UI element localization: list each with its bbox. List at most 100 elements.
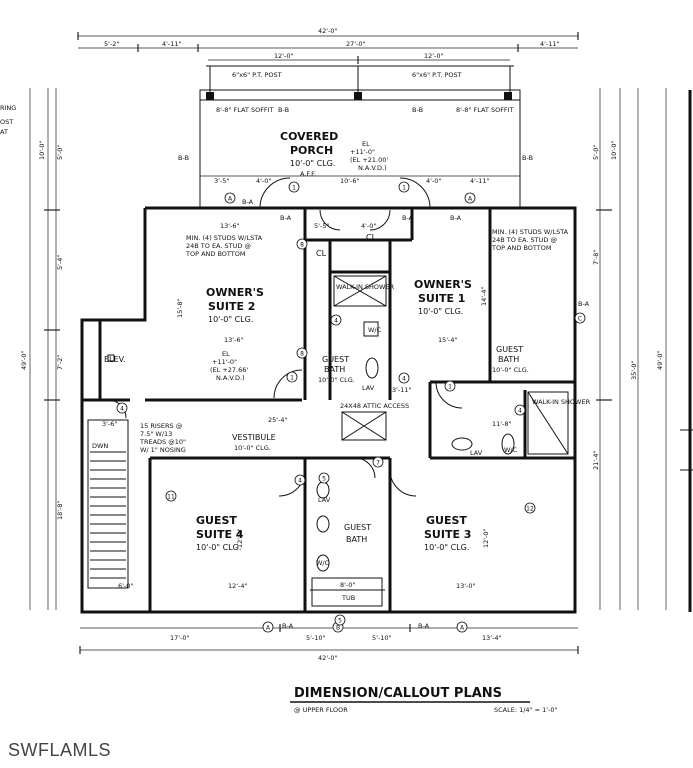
studs-note-right-1: MIN. (4) STUDS W/LSTA xyxy=(492,228,569,236)
wc-label-1: W/C xyxy=(368,326,382,334)
callout-bubble xyxy=(372,456,384,468)
dim-int-6: 25'-4" xyxy=(268,416,288,424)
guest-bath-r-name-1: GUEST xyxy=(496,345,523,354)
porch-el-1: EL xyxy=(362,140,370,148)
porch-el-4: N.A.V.D.) xyxy=(358,164,387,172)
tub-label: TUB xyxy=(341,594,355,602)
watermark-text: SWFLAMLS xyxy=(8,740,112,760)
dim-int-14: 3'-11" xyxy=(392,386,412,394)
wall-type-tag: B-A xyxy=(578,300,590,308)
callout-bubble xyxy=(524,502,536,514)
dim-top-seg-3: 27'-0" xyxy=(346,40,366,48)
dim-int-8: 13'-0" xyxy=(456,582,476,590)
bb-label-3: B-B xyxy=(178,154,189,162)
dim-bottom-1: 17'-0" xyxy=(170,634,190,642)
title-block: DIMENSION/CALLOUT PLANS @ UPPER FLOOR SC… xyxy=(290,686,558,714)
dim-bottom-2: 5'-10" xyxy=(306,634,326,642)
callout-bubble xyxy=(262,621,274,633)
exterior-walls xyxy=(80,206,577,614)
stairs-note-3: TREADS @10" xyxy=(139,438,186,446)
callout-bubble-label: 5 xyxy=(322,475,326,482)
callout-bubble xyxy=(286,371,298,383)
callout-bubble-label: 12 xyxy=(526,505,534,512)
dim-int-2: 13'-6" xyxy=(224,336,244,344)
wall-type-tag: B-A xyxy=(280,214,292,222)
dim-int-7: 12'-4" xyxy=(228,582,248,590)
interior-walls xyxy=(82,208,575,612)
dim-int-5: 14'-4" xyxy=(480,286,488,306)
callout-bubble-label: A xyxy=(468,195,473,202)
wall-type-tag: B-A xyxy=(450,214,462,222)
callout-bubble xyxy=(294,474,306,486)
callout-bubble-label: 7 xyxy=(376,459,380,466)
dim-int-3: 15'-4" xyxy=(438,336,458,344)
studs-note-right-3: TOP AND BOTTOM xyxy=(491,244,551,252)
callout-bubble-label: A xyxy=(460,624,465,631)
partial-adjacent-plan xyxy=(680,90,693,612)
callout-bubble xyxy=(444,380,456,392)
guest-bath-c-clg: 10'-0" CLG. xyxy=(318,376,355,384)
dim-top-seg-4: 4'-11" xyxy=(540,40,560,48)
dim-int-1: 13'-6" xyxy=(220,222,240,230)
soffit-right-label: 8'-8" FLAT SOFFIT xyxy=(456,106,514,114)
callout-bubble xyxy=(464,192,476,204)
guest-suite-4-name-1: GUEST xyxy=(196,514,237,527)
wall-type-tag: B-A xyxy=(242,198,254,206)
callout-bubble-label: 4 xyxy=(518,407,522,414)
dim-porch-w-3: 10'-6" xyxy=(340,177,360,185)
guest-suite-4-clg: 10'-0" CLG. xyxy=(196,543,241,552)
bb-label-1: B-B xyxy=(278,106,289,114)
callout-bubble xyxy=(334,614,346,626)
wall-type-tag: B-A xyxy=(282,622,294,630)
owners-suite-1-clg: 10'-0" CLG. xyxy=(418,307,463,316)
left-edge-1: RING xyxy=(0,104,16,112)
stair-down-label: DWN xyxy=(92,442,108,450)
guest-bath-c-name-1: GUEST xyxy=(322,355,349,364)
plan-scale: SCALE: 1/4" = 1'-0" xyxy=(494,706,558,714)
dim-left-3: 5'-4" xyxy=(56,255,64,270)
porch-clg: 10'-0" CLG. xyxy=(290,159,335,168)
porch-labels: 6"x6" P.T. POST 6"x6" P.T. POST 8'-8" FL… xyxy=(178,71,533,178)
left-edge-2: OST xyxy=(0,118,13,126)
dim-bottom-4: 13'-4" xyxy=(482,634,502,642)
wall-type-tag: B-A xyxy=(402,214,414,222)
walk-in-shower-1: WALK-IN SHOWER xyxy=(336,283,395,291)
callout-bubble-label: 4 xyxy=(120,405,124,412)
elevator-label: ELEV. xyxy=(104,355,126,364)
dimension-lines xyxy=(29,32,667,654)
dim-left-overall: 49'-0" xyxy=(20,350,28,370)
covered-porch xyxy=(199,65,521,209)
callout-bubble xyxy=(398,372,410,384)
callout-bubble-label: A xyxy=(266,624,271,631)
dim-overall-bottom: 42'-0" xyxy=(318,654,338,662)
callout-bubble xyxy=(456,621,468,633)
left-edge-notes: RING OST AT xyxy=(0,104,16,136)
porch-el-3: (EL +21.00' xyxy=(350,156,388,164)
dim-porch-seg-1: 12'-0" xyxy=(274,52,294,60)
dim-porch-w-4: 4'-0" xyxy=(426,177,441,185)
callout-bubble xyxy=(288,181,300,193)
owners-suite-2-name-2: SUITE 2 xyxy=(208,300,255,313)
bb-label-4: B-B xyxy=(522,154,533,162)
soffit-left-label: 8'-8" FLAT SOFFIT xyxy=(216,106,274,114)
plan-subtitle: @ UPPER FLOOR xyxy=(294,706,348,714)
dim-int-4: 15'-8" xyxy=(176,298,184,318)
guest-suite-4-name-2: SUITE 4 xyxy=(196,528,244,541)
porch-name-1: COVERED xyxy=(280,130,338,143)
dim-top-seg-2: 4'-11" xyxy=(162,40,182,48)
walk-in-shower-2: WALK-IN SHOWER xyxy=(532,398,591,406)
porch-el-2: +11'-0" xyxy=(350,148,375,156)
dim-left-4: 7'-2" xyxy=(56,355,64,370)
callout-bubble-label: 8 xyxy=(300,350,304,357)
porch-aff: A.F.F. xyxy=(300,170,316,178)
stairs xyxy=(87,419,129,589)
attic-access-label: 24X48 ATTIC ACCESS xyxy=(340,402,409,410)
wc-label-2: W/C xyxy=(504,446,518,454)
dim-right-2: 5'-0" xyxy=(592,145,600,160)
dim-left-1: 10'-0" xyxy=(38,140,46,160)
guest-bath-r-clg: 10'-0" CLG. xyxy=(492,366,529,374)
wc-label-3: W/C xyxy=(316,559,330,567)
dim-right-4: 35'-0" xyxy=(630,360,638,380)
el-mid-1: EL xyxy=(222,350,230,358)
callout-bubble xyxy=(330,314,342,326)
